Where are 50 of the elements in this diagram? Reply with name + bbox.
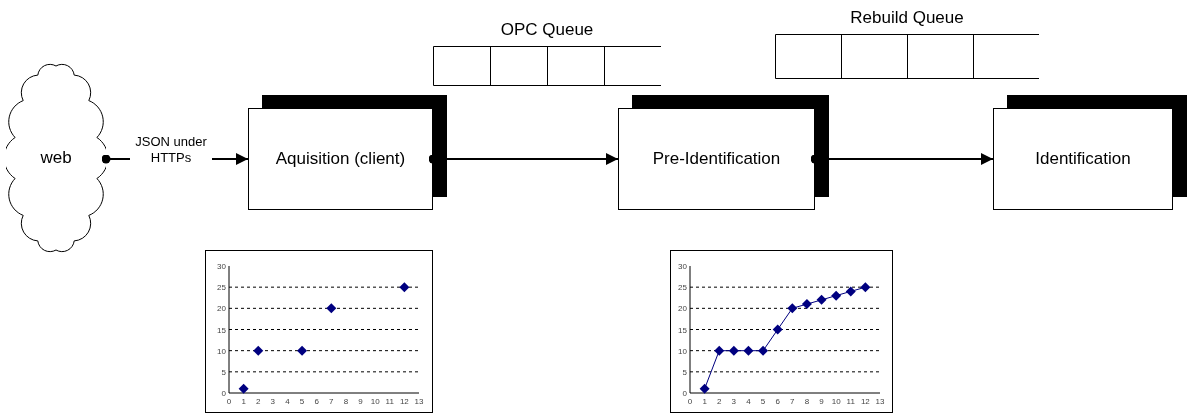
tick-label: 3 xyxy=(270,397,276,406)
arrow xyxy=(101,153,249,165)
tick-label: 10 xyxy=(217,346,226,356)
tick-label: 4 xyxy=(285,397,290,406)
tick-label: 15 xyxy=(678,325,687,335)
tick-label: 10 xyxy=(678,346,687,356)
tick-label: 11 xyxy=(385,397,394,406)
tick-label: 20 xyxy=(678,304,687,314)
tick-label: 12 xyxy=(399,397,409,406)
tick-label: 4 xyxy=(746,397,751,406)
tick-label: 5 xyxy=(299,397,305,406)
tick-label: 8 xyxy=(343,397,349,406)
tick-label: 10 xyxy=(831,397,841,406)
tick-label: 0 xyxy=(687,397,693,406)
arrow xyxy=(810,153,994,165)
tick-label: 2 xyxy=(256,397,261,406)
tick-label: 13 xyxy=(414,397,424,406)
tick-label: 25 xyxy=(678,283,687,293)
tick-label: 6 xyxy=(775,397,780,406)
tick-label: 5 xyxy=(221,367,226,377)
process-box: Identification xyxy=(993,108,1173,210)
tick-label: 30 xyxy=(678,262,687,271)
tick-label: 25 xyxy=(217,283,226,293)
tick-label: 1 xyxy=(241,397,246,406)
tick-label: 5 xyxy=(760,397,766,406)
tick-label: 9 xyxy=(819,397,824,406)
tick-label: 6 xyxy=(314,397,319,406)
arrow xyxy=(428,153,619,165)
tick-label: 0 xyxy=(221,389,226,398)
tick-label: 2 xyxy=(717,397,722,406)
tick-label: 11 xyxy=(846,397,855,406)
tick-label: 1 xyxy=(702,397,707,406)
tick-label: 8 xyxy=(804,397,810,406)
tick-label: 20 xyxy=(217,304,226,314)
tick-label: 7 xyxy=(329,397,334,406)
tick-label: 0 xyxy=(682,389,687,398)
tick-label: 3 xyxy=(731,397,737,406)
tick-label: 12 xyxy=(860,397,870,406)
tick-label: 30 xyxy=(217,262,226,271)
tick-label: 0 xyxy=(226,397,232,406)
tick-label: 15 xyxy=(217,325,226,335)
process-box: Aquisition (client) xyxy=(248,108,433,210)
tick-label: 5 xyxy=(682,367,687,377)
tick-label: 13 xyxy=(875,397,885,406)
process-box: Pre-Identification xyxy=(618,108,815,210)
queue-label: Rebuild Queue xyxy=(849,8,965,28)
tick-label: 10 xyxy=(370,397,380,406)
tick-label: 7 xyxy=(790,397,795,406)
tick-label: 9 xyxy=(358,397,363,406)
queue-label: OPC Queue xyxy=(499,20,595,40)
